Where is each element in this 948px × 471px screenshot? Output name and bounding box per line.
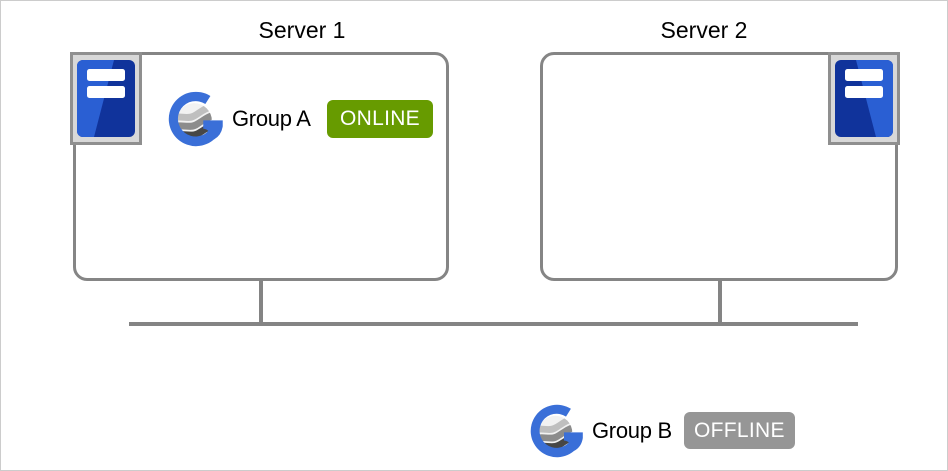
group-b-status-badge: OFFLINE — [684, 412, 795, 449]
server-2-connector-line — [718, 280, 722, 326]
group-b-logo-icon — [529, 403, 585, 459]
group-a-status-badge: ONLINE — [327, 100, 433, 138]
group-a-logo-icon — [167, 90, 225, 148]
server-2-tower-icon — [828, 52, 900, 145]
server-1-tower-icon — [70, 52, 142, 145]
server-1-connector-line — [259, 280, 263, 326]
group-a-label: Group A — [232, 106, 311, 131]
server-1-title: Server 1 — [258, 17, 346, 43]
server-2-title: Server 2 — [660, 17, 748, 43]
network-bus-line — [129, 322, 858, 326]
group-b-label: Group B — [592, 418, 672, 443]
